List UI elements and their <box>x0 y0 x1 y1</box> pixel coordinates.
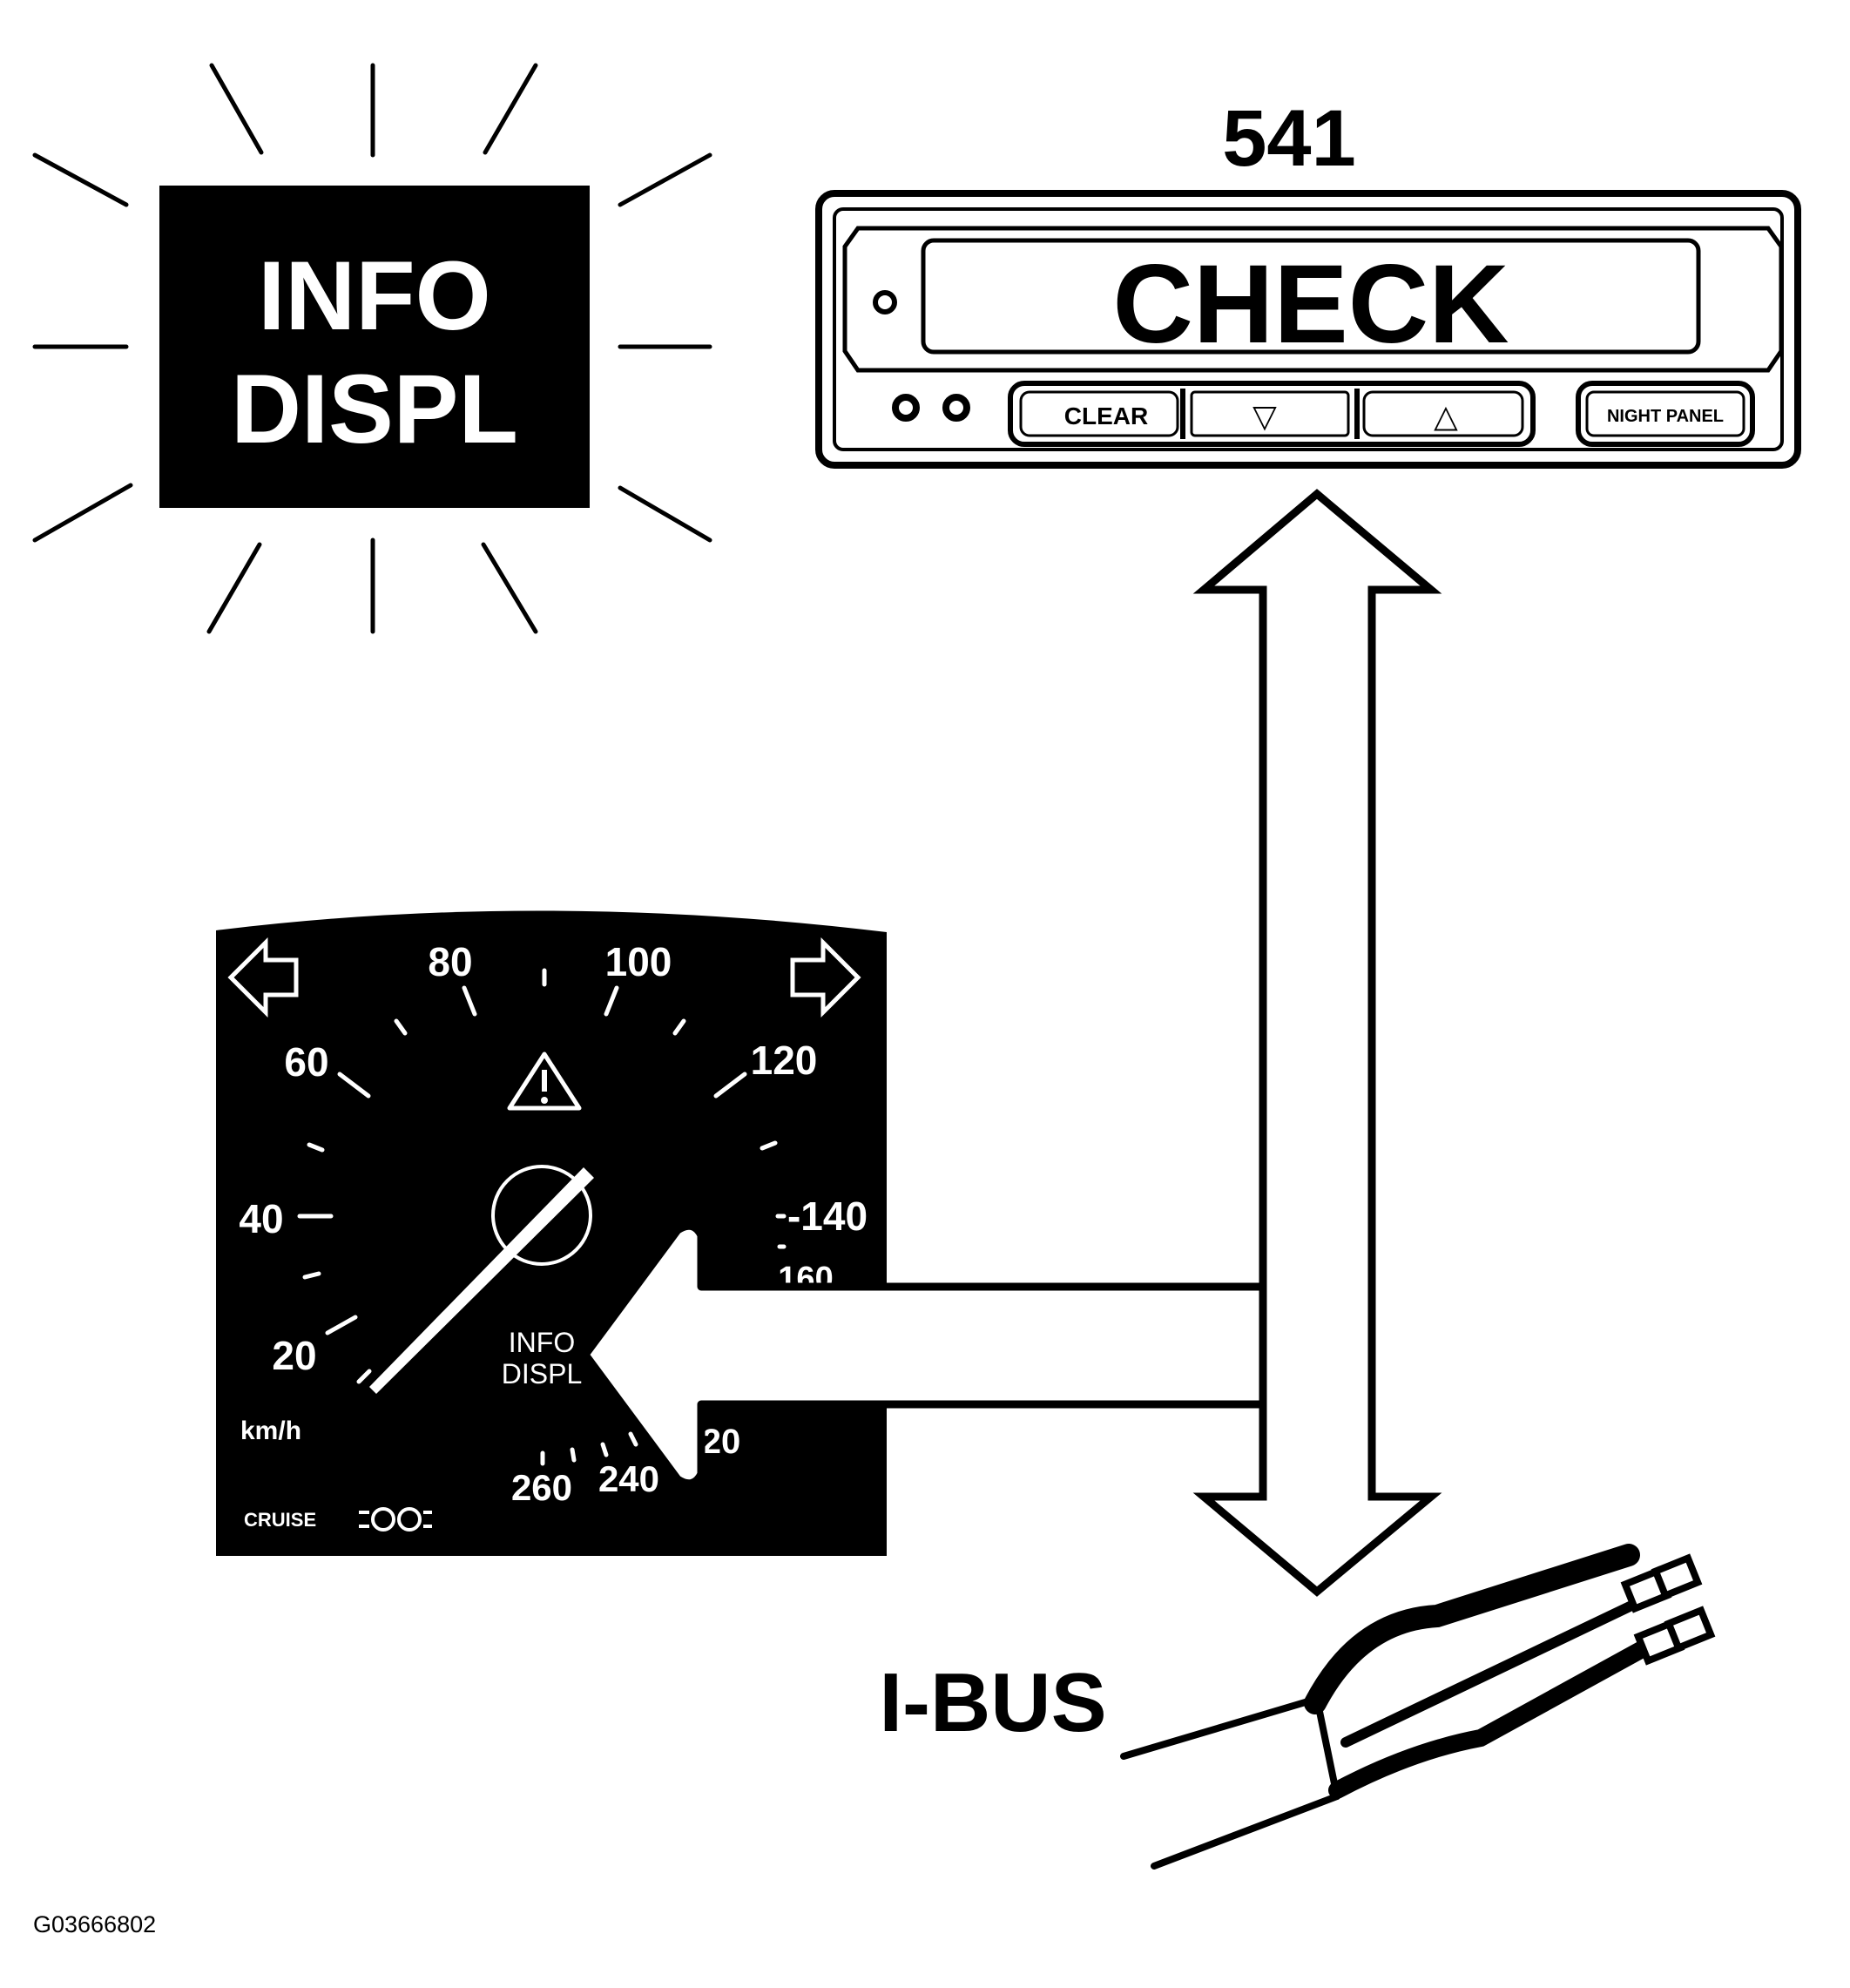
speed-unit-label: km/h <box>240 1417 301 1445</box>
clear-button-label: CLEAR <box>1064 402 1148 429</box>
cluster-info-line-2: DISPL <box>502 1358 582 1390</box>
sign-line-2: DISPL <box>231 355 518 463</box>
connector-plugs <box>1620 1553 1716 1666</box>
speed-label-20-partial: 20 <box>702 1423 741 1461</box>
night-panel-button-label: NIGHT PANEL <box>1607 407 1724 426</box>
speed-label-20: 20 <box>272 1333 316 1378</box>
bus-double-arrow <box>1192 489 1442 1597</box>
speed-label-260: 260 <box>511 1467 572 1508</box>
instrument-cluster: 20 40 60 80 100 120 -140 160 20 240 260 … <box>216 910 887 1556</box>
knob-left[interactable] <box>892 394 920 422</box>
down-arrow-icon: ▽ <box>1252 399 1277 435</box>
speed-label-240: 240 <box>598 1458 659 1499</box>
needle-hub <box>491 1165 592 1266</box>
up-arrow-icon: △ <box>1434 399 1458 435</box>
wire-bundle <box>1120 1544 1664 1870</box>
speed-labels: 20 40 60 80 100 120 -140 160 20 240 260 <box>239 939 868 1508</box>
clear-button[interactable]: CLEAR <box>1019 390 1179 437</box>
up-arrow-button[interactable]: △ <box>1362 390 1524 437</box>
cruise-label: CRUISE <box>244 1509 316 1531</box>
cluster-panel <box>216 910 887 1556</box>
speed-ticks <box>297 968 787 1466</box>
flash-rays <box>32 63 712 634</box>
fog-light-icon <box>359 1507 432 1532</box>
cluster-info-line-1: INFO <box>509 1327 575 1358</box>
info-displ-warning-sign: INFO DISPL <box>32 63 712 634</box>
right-turn-arrow-icon <box>790 937 861 1018</box>
i-bus-connector: I-BUS <box>879 1544 1716 1870</box>
speed-label-60: 60 <box>284 1039 328 1085</box>
speed-needle <box>369 1167 594 1394</box>
sign-line-1: INFO <box>258 241 491 350</box>
speed-label-40: 40 <box>239 1196 283 1241</box>
night-panel-button[interactable]: NIGHT PANEL <box>1576 381 1755 447</box>
module-541: 541 CHECK CLEAR ▽ △ NIGHT PANEL <box>815 94 1801 469</box>
sign-panel <box>159 186 590 508</box>
warning-triangle-icon <box>507 1051 582 1111</box>
knob-right[interactable] <box>942 394 970 422</box>
speed-label-80: 80 <box>428 939 472 984</box>
module-number: 541 <box>1222 94 1356 183</box>
speed-label-140: -140 <box>787 1193 868 1239</box>
down-arrow-button[interactable]: ▽ <box>1190 390 1350 437</box>
left-turn-arrow-icon <box>227 937 299 1018</box>
display-text: CHECK <box>1112 242 1509 367</box>
indicator-led <box>873 290 897 314</box>
speed-label-120: 120 <box>751 1038 818 1083</box>
bus-label: I-BUS <box>879 1656 1106 1749</box>
speed-label-100: 100 <box>605 939 672 984</box>
display-window <box>921 238 1701 355</box>
figure-id: G03666802 <box>33 1911 156 1937</box>
signal-arrow-to-cluster <box>581 1221 1267 1488</box>
